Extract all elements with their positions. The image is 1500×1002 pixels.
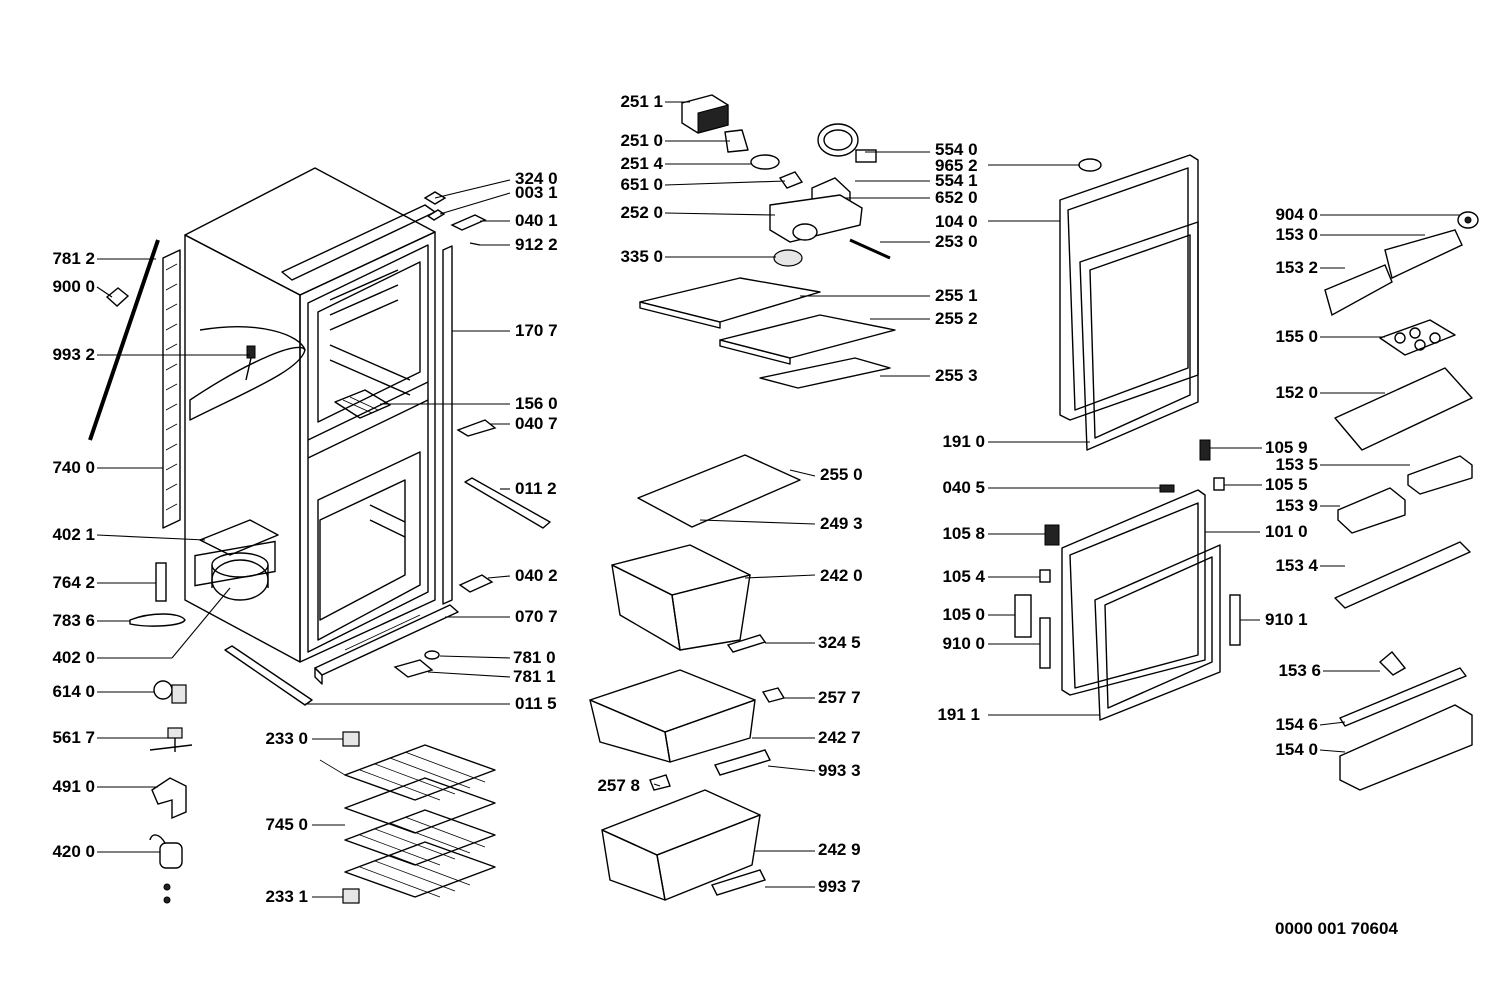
label-249-3: 249 3 <box>820 514 863 533</box>
label-011-2: 011 2 <box>515 479 557 498</box>
label-011-5: 011 5 <box>515 694 557 713</box>
label-910-0: 910 0 <box>942 634 985 653</box>
label-324-5: 324 5 <box>818 633 861 652</box>
label-652-0: 652 0 <box>935 188 978 207</box>
label-993-7: 993 7 <box>818 877 861 896</box>
label-651-0: 651 0 <box>620 175 663 194</box>
label-040-2: 040 2 <box>515 566 558 585</box>
label-491-0: 491 0 <box>52 777 95 796</box>
label-255-1: 255 1 <box>935 286 978 305</box>
label-402-1: 402 1 <box>52 525 95 544</box>
label-105-9: 105 9 <box>1265 438 1308 457</box>
label-255-0: 255 0 <box>820 465 863 484</box>
label-170-7: 170 7 <box>515 321 558 340</box>
label-335-0: 335 0 <box>620 247 663 266</box>
label-233-1: 233 1 <box>265 887 308 906</box>
label-251-0: 251 0 <box>620 131 663 150</box>
label-003-1: 003 1 <box>515 183 558 202</box>
label-614-0: 614 0 <box>52 682 95 701</box>
label-764-2: 764 2 <box>52 573 95 592</box>
label-257-8: 257 8 <box>597 776 640 795</box>
label-783-6: 783 6 <box>52 611 95 630</box>
label-153-2: 153 2 <box>1275 258 1318 277</box>
label-105-5: 105 5 <box>1265 475 1308 494</box>
label-965-2: 965 2 <box>935 156 978 175</box>
label-101-0: 101 0 <box>1265 522 1308 541</box>
label-105-0: 105 0 <box>942 605 985 624</box>
label-153-5: 153 5 <box>1275 455 1318 474</box>
label-420-0: 420 0 <box>52 842 95 861</box>
label-781-1: 781 1 <box>513 667 556 686</box>
crisper-drawer-middle <box>589 669 756 763</box>
label-781-2: 781 2 <box>52 249 95 268</box>
label-155-0: 155 0 <box>1275 327 1318 346</box>
label-255-3: 255 3 <box>935 366 978 385</box>
label-070-7: 070 7 <box>515 607 558 626</box>
middle-parts-drawing <box>589 94 896 901</box>
label-040-7: 040 7 <box>515 414 558 433</box>
label-993-3: 993 3 <box>818 761 861 780</box>
label-104-0: 104 0 <box>935 212 978 231</box>
label-242-9: 242 9 <box>818 840 861 859</box>
label-251-4: 251 4 <box>620 154 663 173</box>
document-number: 0000 001 70604 <box>1275 919 1398 938</box>
label-191-0: 191 0 <box>942 432 985 451</box>
label-242-0: 242 0 <box>820 566 863 585</box>
label-561-7: 561 7 <box>52 728 95 747</box>
label-912-2: 912 2 <box>515 235 558 254</box>
label-257-7: 257 7 <box>818 688 861 707</box>
wire-shelves <box>319 744 496 898</box>
label-152-0: 152 0 <box>1275 383 1318 402</box>
label-252-0: 252 0 <box>620 203 663 222</box>
label-156-0: 156 0 <box>515 394 558 413</box>
label-153-0: 153 0 <box>1275 225 1318 244</box>
label-900-0: 900 0 <box>52 277 95 296</box>
label-745-0: 745 0 <box>265 815 308 834</box>
label-904-0: 904 0 <box>1275 205 1318 224</box>
label-040-5: 040 5 <box>942 478 985 497</box>
label-402-0: 402 0 <box>52 648 95 667</box>
label-554-1: 554 1 <box>935 171 978 190</box>
label-040-1: 040 1 <box>515 211 558 230</box>
label-191-1: 191 1 <box>937 705 980 724</box>
label-781-0: 781 0 <box>513 648 556 667</box>
label-153-4: 153 4 <box>1275 556 1318 575</box>
doors-drawing <box>1014 154 1479 791</box>
label-253-0: 253 0 <box>935 232 978 251</box>
label-993-2: 993 2 <box>52 345 95 364</box>
crisper-drawer-upper <box>611 544 751 651</box>
label-554-0: 554 0 <box>935 140 978 159</box>
label-242-7: 242 7 <box>818 728 861 747</box>
label-153-6: 153 6 <box>1278 661 1321 680</box>
label-251-1: 251 1 <box>620 92 663 111</box>
label-324-0: 324 0 <box>515 169 558 188</box>
label-153-9: 153 9 <box>1275 496 1318 515</box>
label-154-6: 154 6 <box>1275 715 1318 734</box>
label-105-4: 105 4 <box>942 567 985 586</box>
label-740-0: 740 0 <box>52 458 95 477</box>
label-154-0: 154 0 <box>1275 740 1318 759</box>
label-255-2: 255 2 <box>935 309 978 328</box>
label-233-0: 233 0 <box>265 729 308 748</box>
crisper-drawer-lower <box>601 789 761 901</box>
label-105-8: 105 8 <box>942 524 985 543</box>
label-910-1: 910 1 <box>1265 610 1308 629</box>
leader-lines <box>96 101 1460 898</box>
cabinet-body-drawing <box>88 167 551 904</box>
